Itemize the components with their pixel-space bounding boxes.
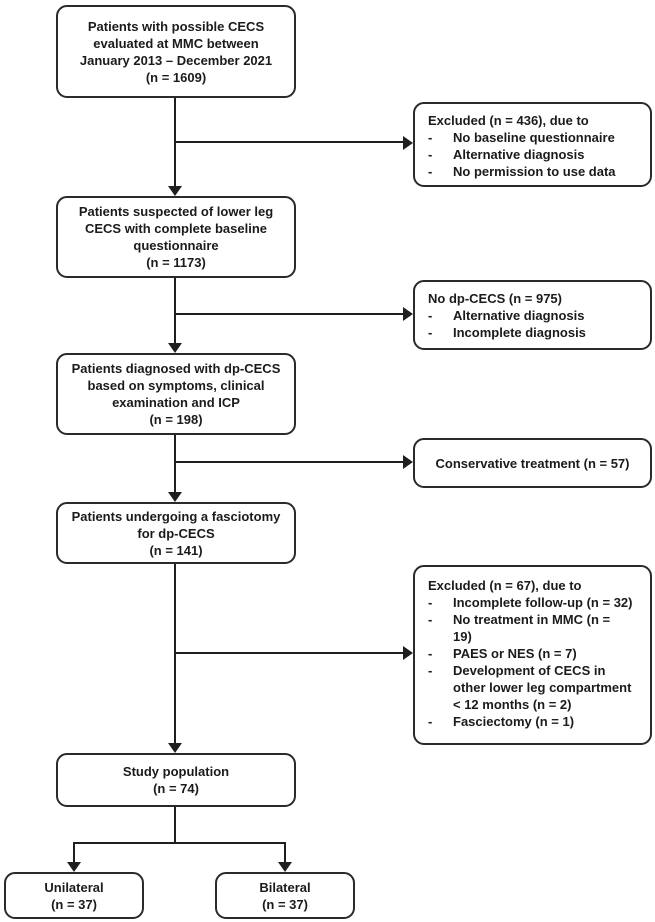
node-bilateral-text: Bilateral (n = 37)	[259, 879, 311, 912]
node-eligible-text: Patients with possible CECS evaluated at…	[79, 18, 273, 85]
node-suspected-text: Patients suspected of lower leg CECS wit…	[78, 204, 274, 270]
bullet-dash: -	[428, 646, 433, 661]
node-eligible: Patients with possible CECS evaluated at…	[56, 5, 296, 98]
exclusion-item-text: Alternative diagnosis	[453, 147, 585, 162]
node-unilateral-text: Unilateral (n = 37)	[44, 879, 104, 912]
branch-to-no-dp-cecs	[175, 313, 403, 315]
branch-to-conservative	[175, 461, 403, 463]
node-diagnosed-text: Patients diagnosed with dp-CECS based on…	[71, 361, 281, 427]
node-excluded-baseline: Excluded (n = 436), due to - No baseline …	[413, 102, 652, 187]
exclusion-item-text: No treatment in MMC (n = 19)	[453, 612, 611, 644]
branch-to-excluded-baseline	[175, 141, 403, 143]
connector-diagnosed-to-fasciotomy	[174, 435, 176, 492]
arrowhead-right-icon	[403, 136, 413, 150]
arrowhead-right-icon	[403, 455, 413, 469]
node-diagnosed: Patients diagnosed with dp-CECS based on…	[56, 353, 296, 435]
branch-to-excluded-followup	[175, 652, 403, 654]
node-unilateral: Unilateral (n = 37)	[4, 872, 144, 919]
exclusion-item: - Alternative diagnosis	[428, 146, 642, 163]
exclusion-item: - Fasciectomy (n = 1)	[428, 713, 642, 730]
node-no-dp-cecs-title: No dp-CECS (n = 975)	[428, 291, 562, 306]
exclusion-item-text: Incomplete diagnosis	[453, 325, 586, 340]
arrowhead-down-icon	[168, 743, 182, 753]
connector-split-to-unilateral	[73, 844, 75, 862]
node-no-dp-cecs: No dp-CECS (n = 975) - Alternative diagno…	[413, 280, 652, 350]
exclusion-item-text: Alternative diagnosis	[453, 308, 585, 323]
exclusion-item: - No treatment in MMC (n = 19)	[428, 611, 642, 645]
node-suspected: Patients suspected of lower leg CECS wit…	[56, 196, 296, 278]
connector-split-to-bilateral	[284, 844, 286, 862]
arrowhead-right-icon	[403, 646, 413, 660]
exclusion-item-text: No permission to use data	[453, 164, 616, 179]
exclusion-item-text: Development of CECS in other lower leg c…	[453, 663, 632, 712]
node-fasciotomy-text: Patients undergoing a fasciotomy for dp-…	[71, 508, 281, 558]
bullet-dash: -	[428, 130, 433, 145]
exclusion-item: - No baseline questionnaire	[428, 129, 642, 146]
bullet-dash: -	[428, 714, 433, 729]
node-excluded-baseline-title: Excluded (n = 436), due to	[428, 113, 589, 128]
node-excluded-followup-title: Excluded (n = 67), due to	[428, 578, 582, 593]
connector-suspected-to-diagnosed	[174, 278, 176, 343]
exclusion-item: - PAES or NES (n = 7)	[428, 645, 642, 662]
node-no-dp-cecs-items: - Alternative diagnosis - Incomplete diagno…	[428, 307, 642, 341]
exclusion-item: - Incomplete diagnosis	[428, 324, 642, 341]
arrowhead-down-icon	[67, 862, 81, 872]
exclusion-item: - Incomplete follow-up (n = 32)	[428, 594, 642, 611]
arrowhead-down-icon	[168, 492, 182, 502]
connector-study-to-split	[174, 807, 176, 844]
arrowhead-down-icon	[168, 343, 182, 353]
node-conservative-text: Conservative treatment (n = 57)	[435, 455, 630, 471]
exclusion-item-text: Fasciectomy (n = 1)	[453, 714, 575, 729]
split-bar	[73, 842, 286, 844]
node-excluded-followup-items: - Incomplete follow-up (n = 32) - No treatm…	[428, 594, 642, 730]
bullet-dash: -	[428, 147, 433, 162]
exclusion-item-text: PAES or NES (n = 7)	[453, 646, 577, 661]
arrowhead-down-icon	[168, 186, 182, 196]
exclusion-item: - Alternative diagnosis	[428, 307, 642, 324]
node-study-population-text: Study population (n = 74)	[122, 764, 230, 796]
node-excluded-baseline-items: - No baseline questionnaire - Alternative d…	[428, 129, 642, 180]
bullet-dash: -	[428, 325, 433, 340]
bullet-dash: -	[428, 308, 433, 323]
bullet-dash: -	[428, 612, 433, 627]
exclusion-item-text: No baseline questionnaire	[453, 130, 615, 145]
exclusion-item: - Development of CECS in other lower leg …	[428, 662, 642, 713]
arrowhead-down-icon	[278, 862, 292, 872]
arrowhead-right-icon	[403, 307, 413, 321]
node-excluded-followup: Excluded (n = 67), due to - Incomplete fo…	[413, 565, 652, 745]
bullet-dash: -	[428, 663, 433, 678]
node-bilateral: Bilateral (n = 37)	[215, 872, 355, 919]
bullet-dash: -	[428, 595, 433, 610]
bullet-dash: -	[428, 164, 433, 179]
exclusion-item: - No permission to use data	[428, 163, 642, 180]
node-fasciotomy: Patients undergoing a fasciotomy for dp-…	[56, 502, 296, 564]
node-conservative: Conservative treatment (n = 57)	[413, 438, 652, 488]
node-study-population: Study population (n = 74)	[56, 753, 296, 807]
exclusion-item-text: Incomplete follow-up (n = 32)	[453, 595, 633, 610]
